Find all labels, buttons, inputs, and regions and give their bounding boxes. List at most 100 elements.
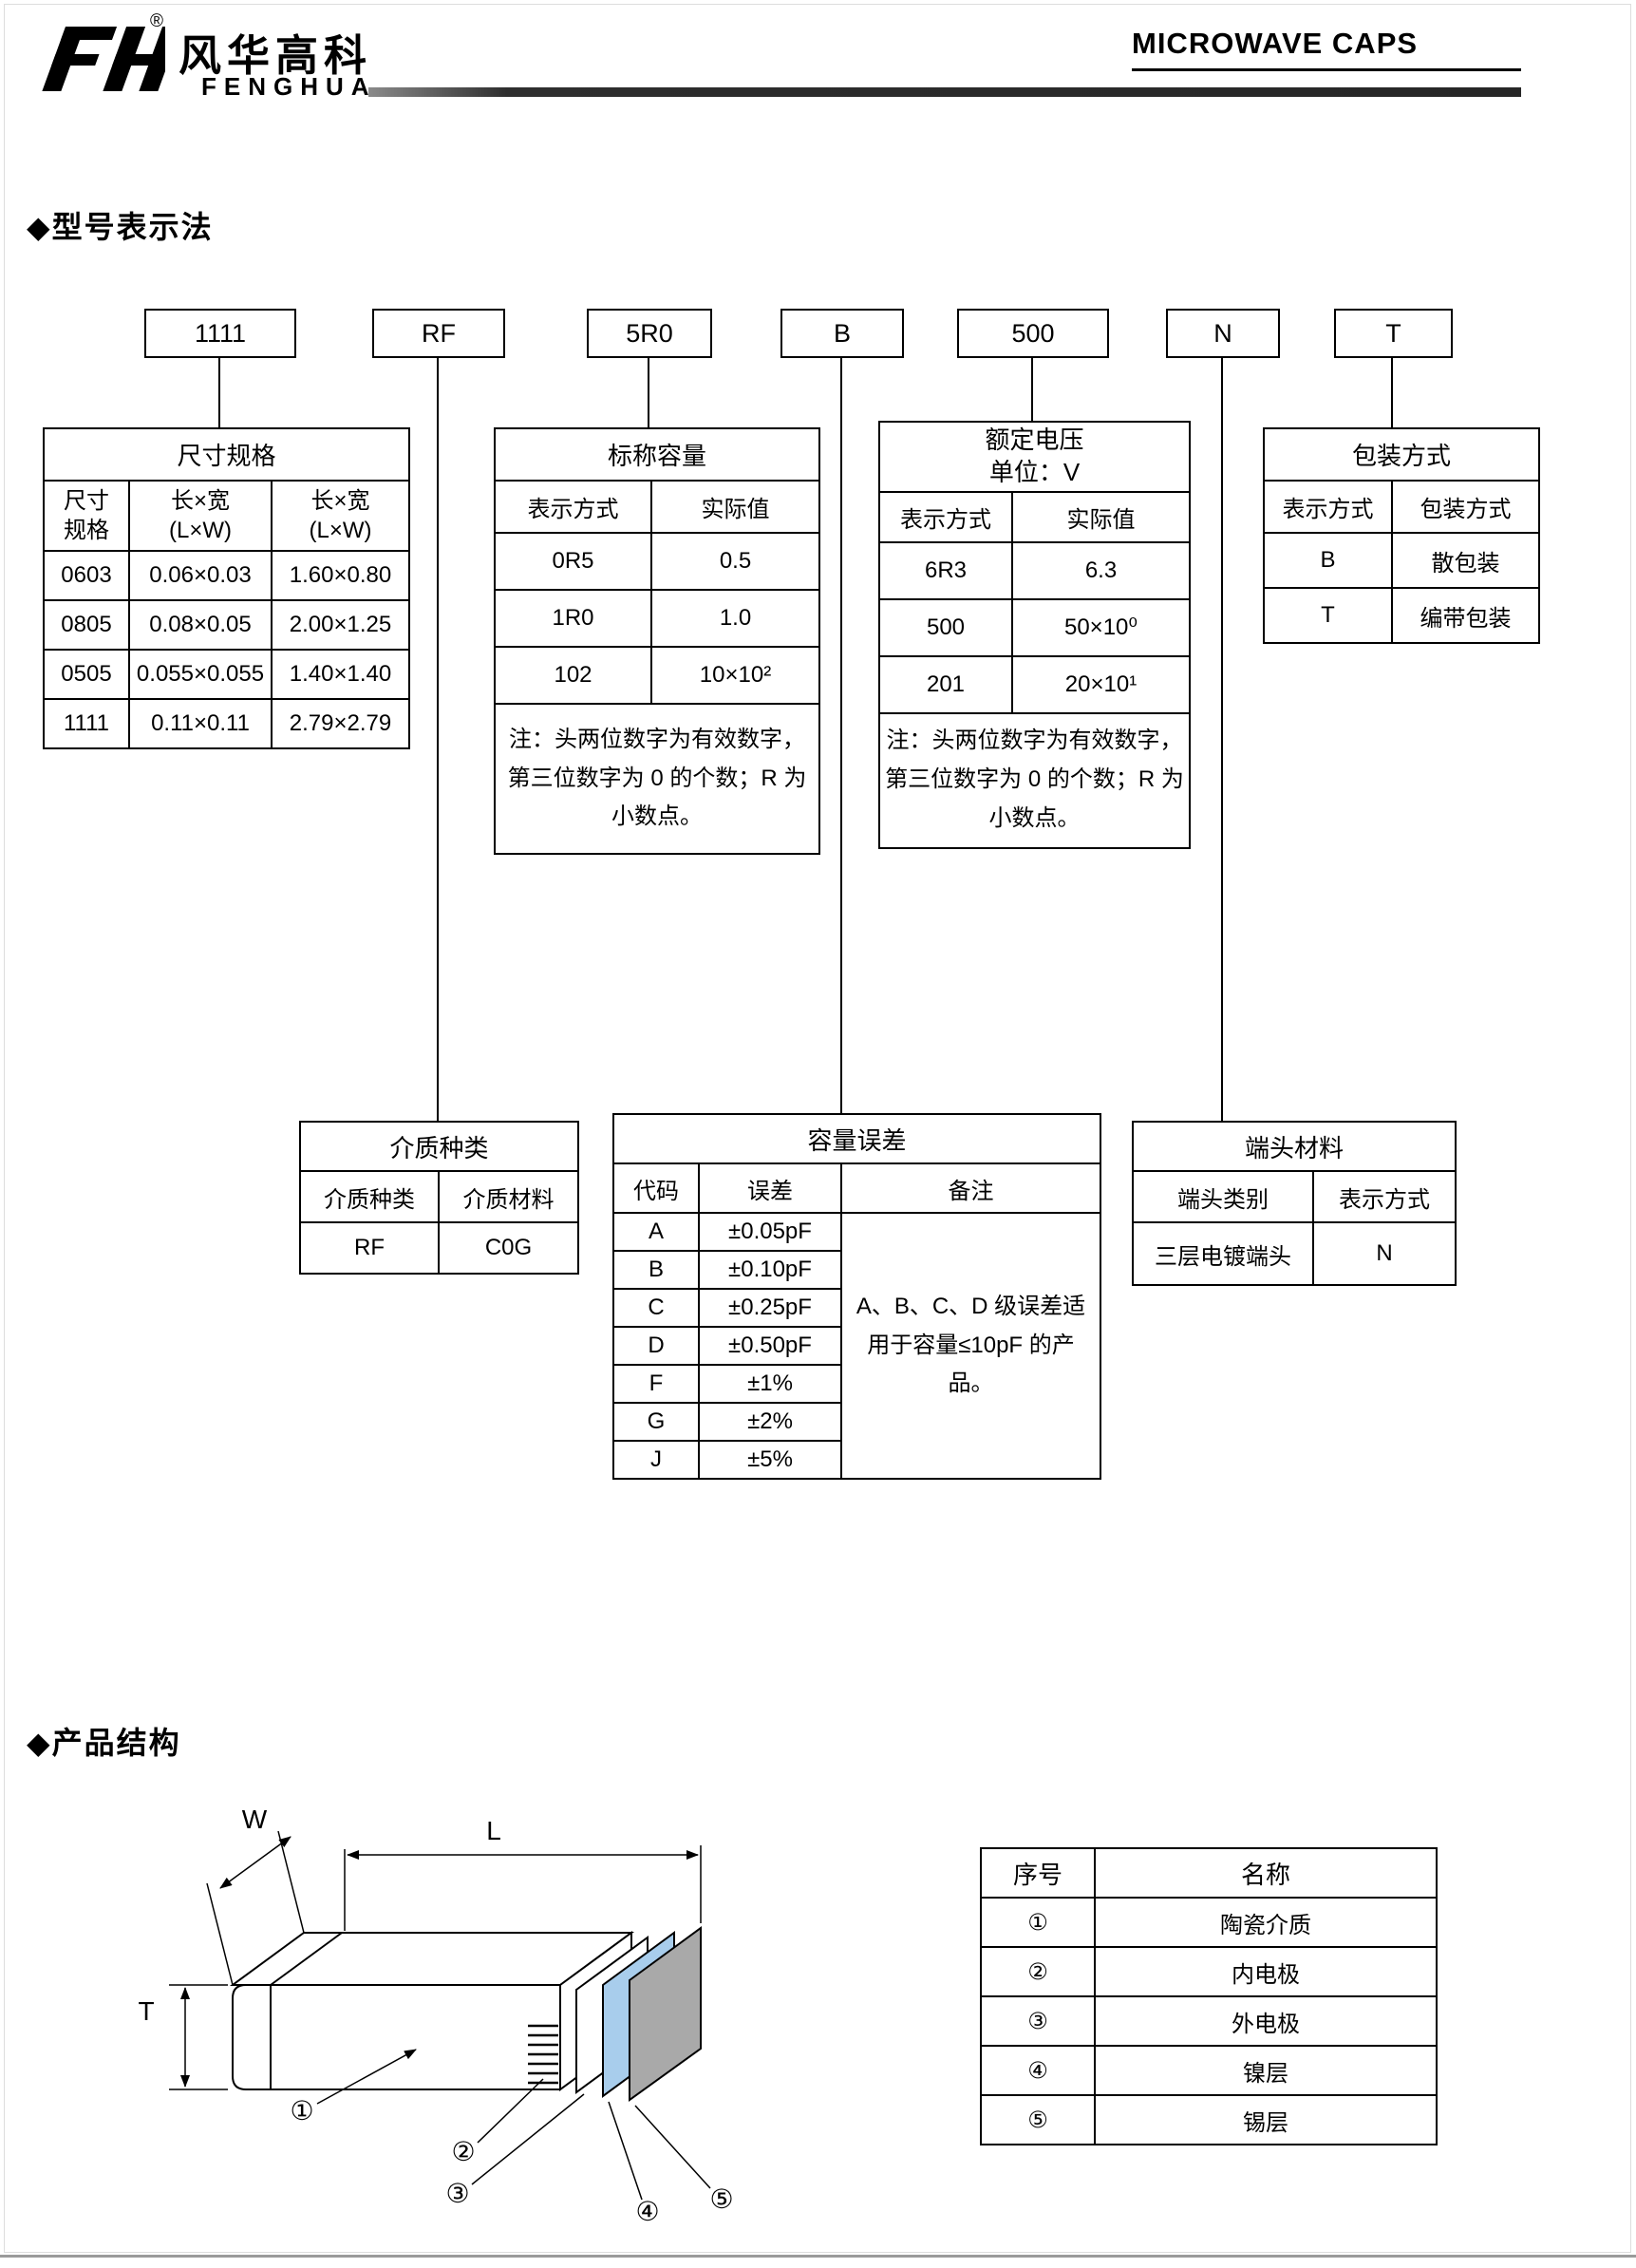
l-dimension-label: L: [486, 1816, 501, 1845]
table-cell: J: [612, 1440, 700, 1480]
table-cell: ±5%: [698, 1440, 842, 1480]
brand-name-cn: 风华高科: [179, 31, 373, 80]
col-header: 表示方式: [494, 480, 652, 534]
table-cell: 1.0: [650, 589, 820, 648]
table-cell: 6.3: [1011, 540, 1191, 600]
section-title-structure: ◆产品结构: [27, 1726, 181, 1760]
table-cell: 镍层: [1094, 2045, 1438, 2096]
fenghua-logo-icon: [42, 27, 165, 91]
table-cell: 锡层: [1094, 2094, 1438, 2145]
callout-line-2: [477, 2078, 544, 2144]
table-cell: D: [612, 1326, 700, 1366]
col-header: 名称: [1094, 1847, 1438, 1899]
table-cell: 50×10⁰: [1011, 597, 1191, 657]
col-header: 实际值: [1011, 490, 1191, 543]
col-header: 实际值: [650, 480, 820, 534]
code-box-dielectric: RF: [372, 309, 505, 358]
table-cell: 0.06×0.03: [128, 550, 273, 601]
table-cell: RF: [299, 1221, 440, 1275]
terminal-table-title: 端头材料: [1132, 1121, 1457, 1172]
col-header: 介质材料: [438, 1170, 579, 1223]
tolerance-table-title: 容量误差: [612, 1113, 1101, 1164]
connector-line-terminal: [1221, 358, 1223, 1121]
table-cell: ⑤: [980, 2094, 1096, 2145]
page-footer-rule: [0, 2255, 1636, 2258]
table-cell: ±1%: [698, 1364, 842, 1404]
table-cell: 三层电镀端头: [1132, 1221, 1314, 1286]
table-cell: 10×10²: [650, 646, 820, 705]
col-header: 长×宽 (L×W): [128, 480, 273, 552]
callout-5: ⑤: [709, 2184, 733, 2214]
code-box-voltage: 500: [957, 309, 1109, 358]
code-box-size: 1111: [144, 309, 296, 358]
table-cell: 0.5: [650, 532, 820, 591]
callout-1: ①: [290, 2096, 313, 2126]
size-table-title: 尺寸规格: [43, 427, 410, 482]
col-header: 代码: [612, 1162, 700, 1214]
connector-line-voltage: [1031, 358, 1033, 421]
voltage-table: 额定电压 单位：V 表示方式 实际值 6R3 6.3 500 50×10⁰ 20…: [878, 421, 1191, 849]
table-cell: ②: [980, 1946, 1096, 1997]
table-cell: 0R5: [494, 532, 652, 591]
table-cell: T: [1263, 587, 1393, 644]
col-header: 包装方式: [1391, 480, 1540, 534]
connector-line-capacitance: [648, 358, 649, 427]
capacitance-table: 标称容量 表示方式 实际值 0R5 0.5 1R0 1.0 102 10×10²…: [494, 427, 820, 855]
callout-2: ②: [451, 2137, 475, 2166]
registered-mark: ®: [150, 11, 163, 31]
code-box-tolerance: B: [780, 309, 904, 358]
callout-line-5: [634, 2105, 711, 2189]
document-title: MICROWAVE CAPS: [1132, 27, 1419, 60]
w-dimension-arrow: [219, 1836, 291, 1889]
t-dimension-label: T: [138, 1996, 154, 2026]
table-cell: ①: [980, 1897, 1096, 1948]
table-cell: 0.055×0.055: [128, 649, 273, 700]
packaging-table: 包装方式 表示方式 包装方式 B 散包装 T 编带包装: [1263, 427, 1540, 644]
table-cell: ±0.50pF: [698, 1326, 842, 1366]
col-header: 备注: [840, 1162, 1101, 1214]
col-header: 长×宽 (L×W): [271, 480, 410, 552]
table-cell: ③: [980, 1995, 1096, 2047]
voltage-note: 注：头两位数字为有效数字，第三位数字为 0 的个数；R 为小数点。: [878, 711, 1191, 849]
packaging-table-title: 包装方式: [1263, 427, 1540, 482]
callout-line-4: [608, 2101, 643, 2201]
chip-front-face: [232, 1984, 561, 2090]
col-header: 表示方式: [1312, 1170, 1457, 1223]
table-cell: 外电极: [1094, 1995, 1438, 2047]
voltage-table-title: 额定电压 单位：V: [878, 421, 1191, 493]
table-cell: 0603: [43, 550, 130, 601]
table-cell: C0G: [438, 1221, 579, 1275]
size-spec-table: 尺寸规格 尺寸 规格 长×宽 (L×W) 长×宽 (L×W) 0603 0.06…: [43, 427, 410, 749]
callout-line-3: [471, 2093, 585, 2185]
dielectric-table-title: 介质种类: [299, 1121, 579, 1172]
terminal-table: 端头材料 端头类别 表示方式 三层电镀端头 N: [1132, 1121, 1457, 1286]
table-cell: 2.79×2.79: [271, 698, 410, 749]
section-title-model: ◆型号表示法: [27, 210, 214, 244]
table-cell: 0505: [43, 649, 130, 700]
code-box-terminal: N: [1166, 309, 1280, 358]
title-underline: [1132, 68, 1521, 71]
table-cell: 散包装: [1391, 532, 1540, 589]
code-box-packaging: T: [1334, 309, 1453, 358]
connector-line-packaging: [1391, 358, 1393, 427]
table-cell: 1.40×1.40: [271, 649, 410, 700]
table-cell: 0.08×0.05: [128, 599, 273, 651]
table-cell: 6R3: [878, 540, 1013, 600]
tolerance-note: A、B、C、D 级误差适用于容量≤10pF 的产品。: [840, 1212, 1101, 1480]
connector-line-size: [218, 358, 220, 427]
table-cell: ±0.10pF: [698, 1250, 842, 1290]
table-cell: 500: [878, 597, 1013, 657]
col-header: 尺寸 规格: [43, 480, 130, 552]
table-cell: 20×10¹: [1011, 654, 1191, 714]
table-cell: 编带包装: [1391, 587, 1540, 644]
product-structure-diagram: L W T ① ② ③ ④ ⑤: [138, 1805, 733, 2226]
table-cell: 内电极: [1094, 1946, 1438, 1997]
table-cell: 2.00×1.25: [271, 599, 410, 651]
callout-4: ④: [635, 2197, 659, 2226]
col-header: 介质种类: [299, 1170, 440, 1223]
table-cell: 1111: [43, 698, 130, 749]
table-cell: 0.11×0.11: [128, 698, 273, 749]
table-cell: G: [612, 1402, 700, 1442]
table-cell: 201: [878, 654, 1013, 714]
capacitance-note: 注：头两位数字为有效数字，第三位数字为 0 的个数；R 为小数点。: [494, 703, 820, 855]
